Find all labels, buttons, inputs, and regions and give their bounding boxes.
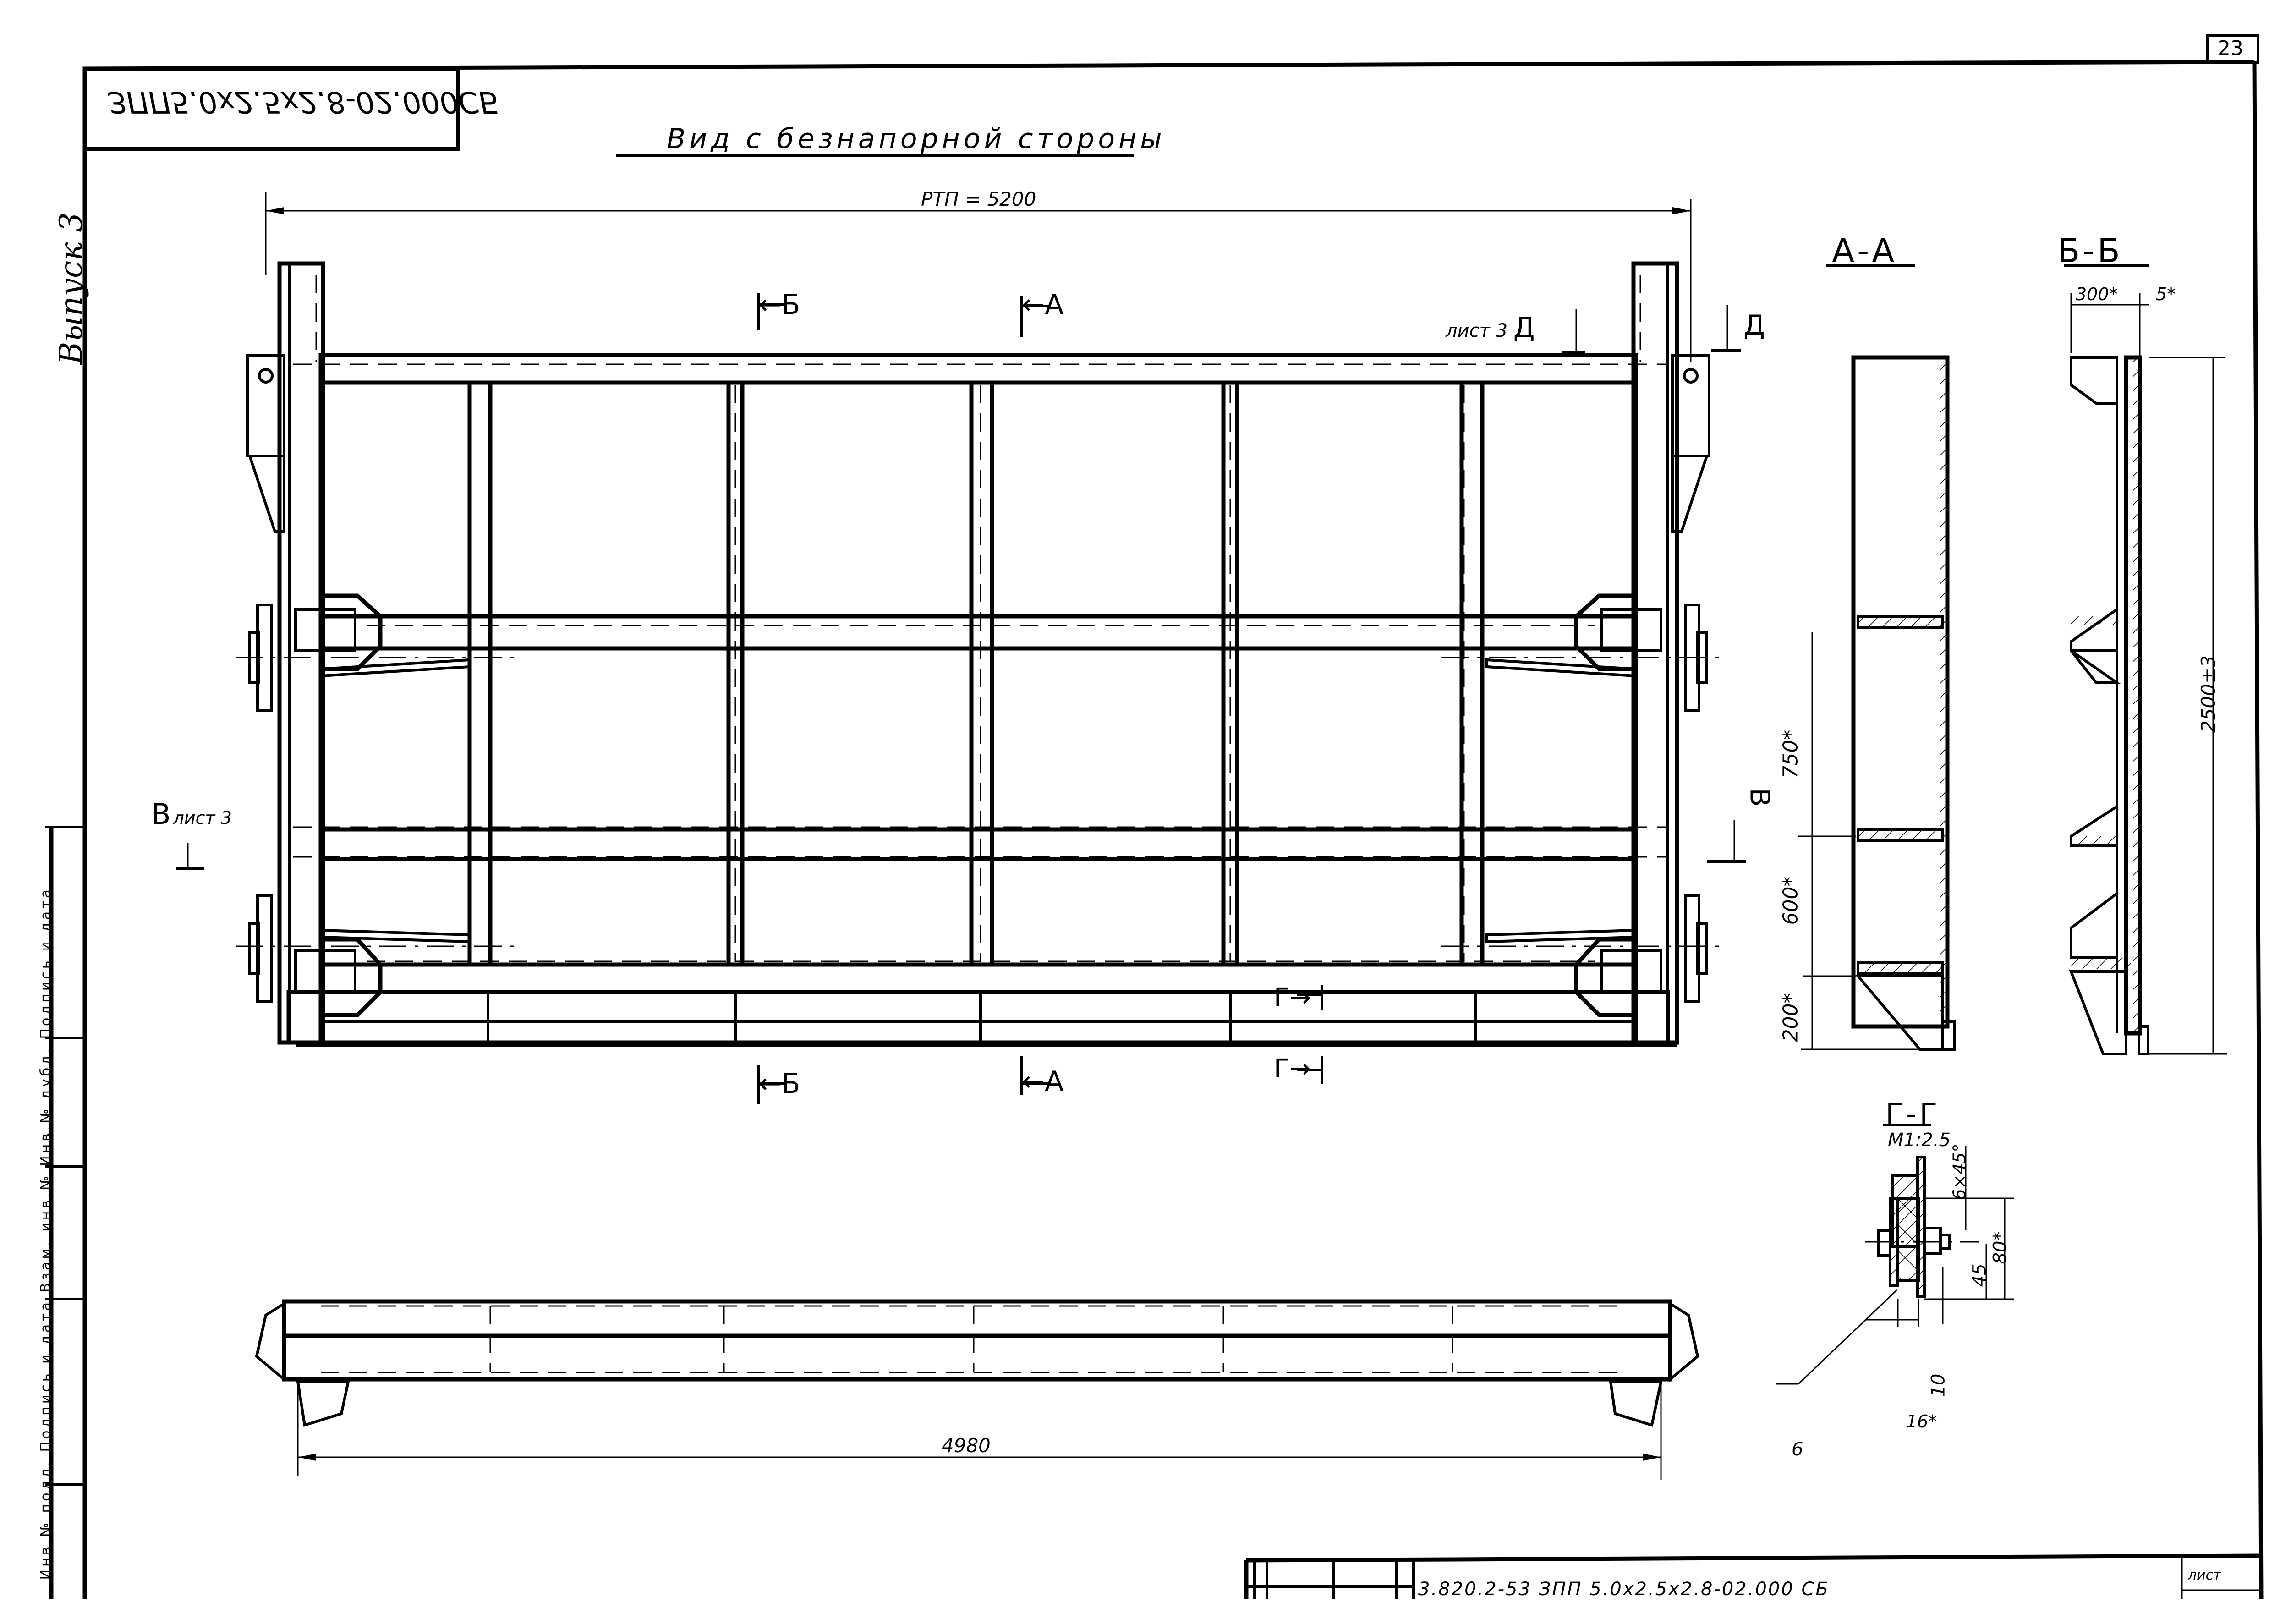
bottom-sill bbox=[286, 990, 1677, 1047]
release-label: Выпуск 3 bbox=[53, 212, 90, 365]
section-AA-title: А-А bbox=[1832, 231, 1897, 270]
wheel-bracket-bl bbox=[236, 894, 515, 1017]
section-AA-dim-750: 750* bbox=[1779, 730, 1803, 779]
view-V-label-right: В bbox=[1743, 788, 1776, 807]
section-marker-inner-G: Г→ bbox=[1274, 983, 1311, 1013]
section-marker-bottom-B: ←Б bbox=[758, 1068, 800, 1100]
view-D-ref: лист 3 Д bbox=[1446, 312, 1535, 344]
main-view-frame bbox=[176, 154, 1746, 1104]
section-GG-scale: М1:2.5 bbox=[1888, 1130, 1951, 1151]
bottom-view-dimension: 4980 bbox=[942, 1434, 991, 1457]
doc-code-mirrored: ЗПП5.0х2.5х2.8-02.000СБ bbox=[108, 85, 499, 119]
wheel-bracket-tr bbox=[1441, 593, 1723, 712]
section-AA-drawing bbox=[1798, 264, 1956, 1051]
section-marker-bottom-A: ←А bbox=[1022, 1065, 1064, 1097]
section-BB-dim-5: 5* bbox=[2156, 284, 2176, 304]
section-GG-dim-80: 80* bbox=[1990, 1231, 2011, 1264]
section-GG-dim-45: 45 bbox=[1969, 1263, 1990, 1287]
section-GG-drawing bbox=[1776, 1124, 2014, 1385]
view-V-ref: В лист 3 bbox=[151, 797, 232, 831]
margin-stamp bbox=[45, 826, 87, 1599]
arrow-left-icon: ← bbox=[1022, 289, 1045, 321]
section-GG-dim-chamfer: 6×45° bbox=[1949, 1143, 1970, 1200]
section-AA-dim-600: 600* bbox=[1779, 876, 1803, 925]
title-block bbox=[1244, 1553, 2262, 1599]
bottom-view bbox=[255, 1299, 1699, 1480]
section-marker-bottom-G: Г→ bbox=[1274, 1054, 1311, 1084]
section-marker-top-A: ←А bbox=[1022, 289, 1064, 321]
arrow-right-icon: → bbox=[1289, 1054, 1311, 1084]
section-AA-dim-200: 200* bbox=[1779, 993, 1803, 1042]
margin-stamp-text: Инв.№ подл. Подпись и дата Взам. инв.№ И… bbox=[38, 887, 54, 1580]
view-D-label-right: Д bbox=[1743, 309, 1765, 341]
doc-code-box bbox=[82, 66, 460, 151]
wheel-bracket-tl bbox=[236, 593, 515, 712]
section-BB-drawing bbox=[2064, 264, 2227, 1055]
section-GG-title: Г-Г bbox=[1885, 1097, 1940, 1131]
section-BB-dim-2500: 2500±3 bbox=[2197, 655, 2220, 733]
title-block-sheet-label: лист bbox=[2188, 1567, 2221, 1583]
view-title: Вид с безнапорной стороны bbox=[667, 123, 1166, 155]
page-number: 23 bbox=[2218, 37, 2243, 60]
wheel-bracket-br bbox=[1441, 894, 1723, 1017]
section-GG-dim-16: 16* bbox=[1906, 1411, 1937, 1432]
section-GG-callout: 6 bbox=[1792, 1439, 1803, 1460]
section-GG-dim-10: 10 bbox=[1928, 1373, 1949, 1397]
arrow-left-icon: ← bbox=[758, 289, 782, 321]
arrow-left-icon: ← bbox=[758, 1068, 782, 1100]
title-block-code: 3.820.2-53 ЗПП 5.0х2.5х2.8-02.000 СБ bbox=[1418, 1579, 1830, 1600]
section-BB-title: Б-Б bbox=[2057, 231, 2123, 270]
arrow-right-icon: → bbox=[1289, 983, 1311, 1013]
section-BB-dim-300: 300* bbox=[2076, 284, 2118, 304]
section-marker-top-B: ←Б bbox=[758, 289, 800, 321]
arrow-left-icon: ← bbox=[1022, 1065, 1045, 1097]
sheet-frame bbox=[82, 34, 2264, 1600]
vertical-ribs bbox=[467, 380, 1485, 967]
section-cut-lines bbox=[176, 293, 1746, 1104]
overall-dimension: РТП = 5200 bbox=[921, 188, 1036, 210]
